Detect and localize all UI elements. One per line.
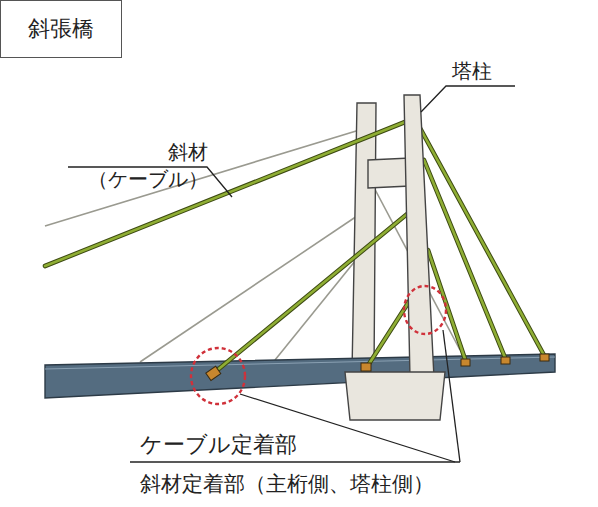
part-label: ケーブル定着部 <box>140 430 297 460</box>
part-label: 斜材定着部（主桁側、塔柱側） <box>140 470 434 498</box>
part-label: 塔柱 <box>452 58 492 85</box>
part-label: 斜材 （ケーブル） <box>62 139 208 193</box>
title-box: 斜張橋 <box>0 0 122 58</box>
title-text: 斜張橋 <box>28 16 94 42</box>
